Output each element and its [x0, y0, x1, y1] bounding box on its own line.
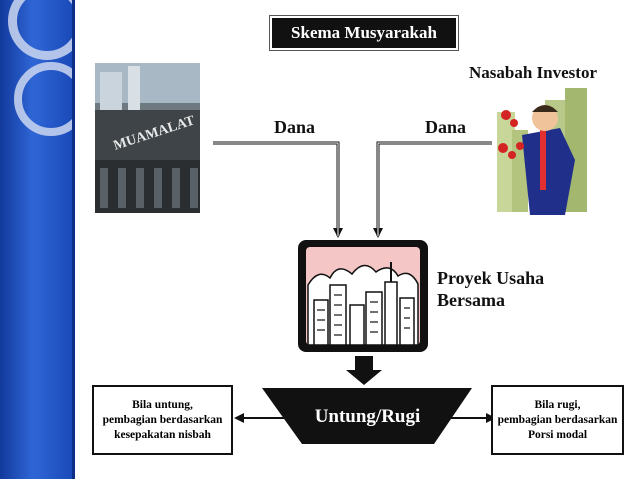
diagram-title: Skema Musyarakah	[272, 18, 456, 48]
sidebar-ring-decoration	[14, 62, 74, 136]
sidebar-edge	[72, 0, 75, 479]
investor-clipart	[495, 88, 587, 216]
loss-box-line: pembagian berdasarkan	[497, 413, 618, 426]
profit-sharing-box: Bila untung, pembagian berdasarkan kesep…	[92, 385, 233, 455]
profit-box-line: pembagian berdasarkan	[102, 413, 223, 426]
joint-project-image	[298, 240, 428, 352]
loss-sharing-box: Bila rugi, pembagian berdasarkan Porsi m…	[491, 385, 624, 455]
loss-box-line: Porsi modal	[527, 428, 588, 441]
project-label-line2: Bersama	[437, 290, 505, 310]
loss-box-line: Bila rugi,	[534, 398, 581, 411]
fund-arrow-left-inner	[213, 142, 339, 236]
down-arrow	[346, 356, 382, 385]
fund-arrow-right-inner	[377, 142, 492, 236]
profit-box-line: kesepakatan nisbah	[114, 428, 211, 441]
fund-label-left: Dana	[274, 117, 316, 137]
result-label: Untung/Rugi	[314, 406, 421, 427]
bank-building-image: MUAMALAT	[95, 63, 200, 213]
fund-arrow-right	[373, 141, 492, 238]
sidebar-ring-decoration	[8, 0, 74, 60]
fund-arrow-left	[213, 141, 343, 238]
result-trapezoid	[262, 388, 472, 444]
fund-label-right: Dana	[425, 117, 467, 137]
slide-sidebar	[0, 0, 74, 479]
profit-box-line: Bila untung,	[132, 398, 193, 411]
investor-label: Nasabah Investor	[469, 63, 597, 82]
project-label-line1: Proyek Usaha	[437, 268, 545, 288]
